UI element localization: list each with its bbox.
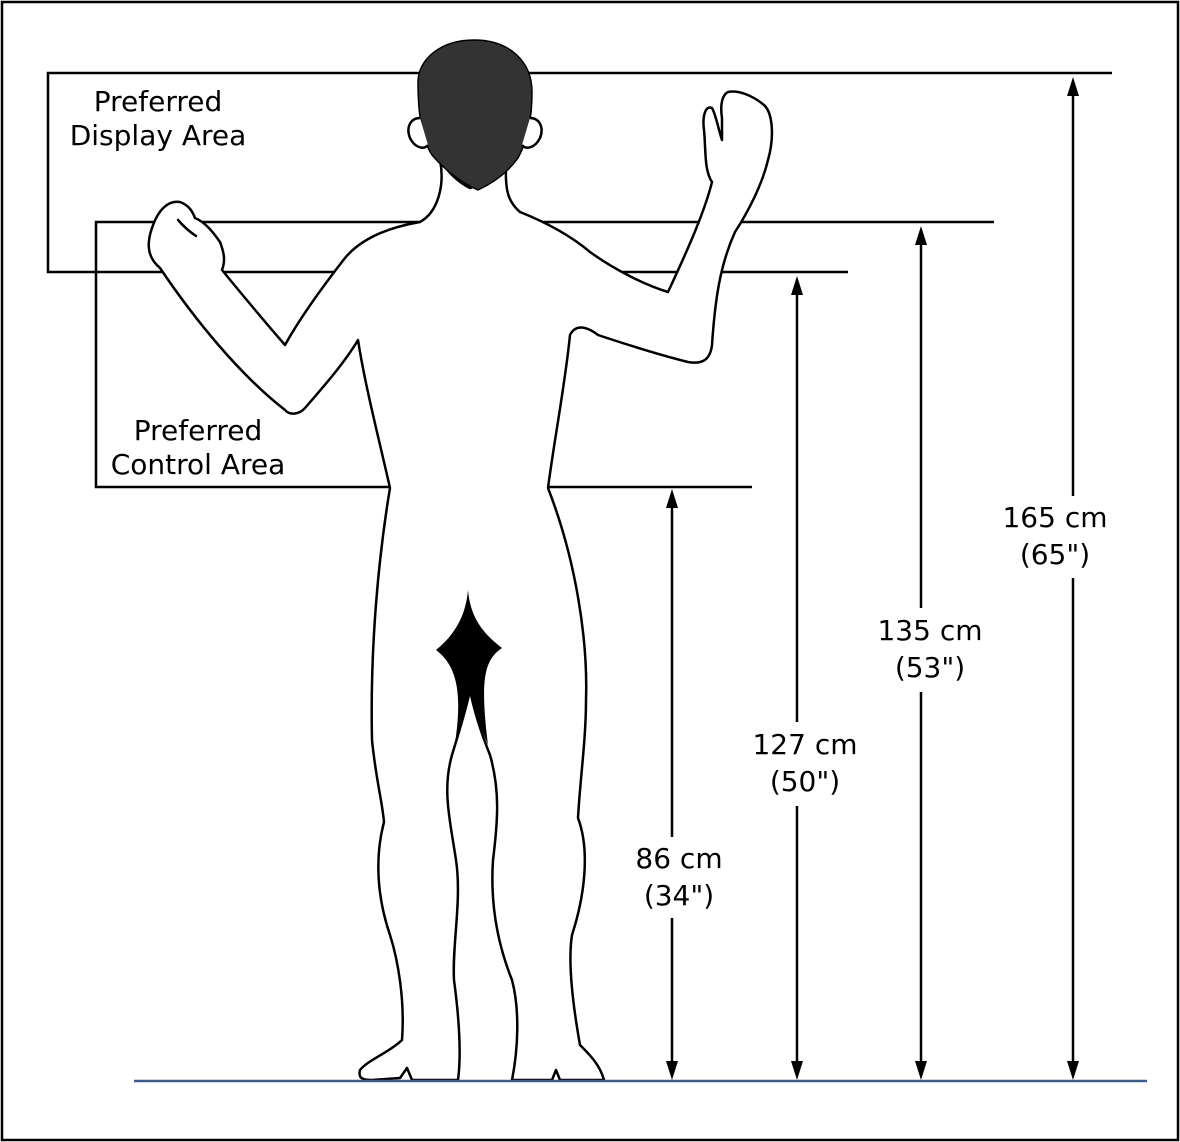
display-area-label-line1: Preferred bbox=[94, 85, 223, 118]
body-silhouette bbox=[149, 92, 772, 1080]
control-area-label-line2: Control Area bbox=[111, 448, 286, 481]
dimension-135-imperial: (53") bbox=[895, 651, 965, 684]
display-area-label-line2: Display Area bbox=[70, 119, 247, 152]
dimension-127-arrow-up bbox=[791, 276, 803, 295]
dimension-165-imperial: (65") bbox=[1020, 538, 1090, 571]
human-figure bbox=[149, 40, 772, 1080]
dimension-135-metric: 135 cm bbox=[877, 614, 982, 647]
dimension-135: 135 cm (53") bbox=[877, 226, 982, 1080]
dimension-86-imperial: (34") bbox=[644, 879, 714, 912]
dimension-165-arrow-down bbox=[1067, 1061, 1079, 1080]
dimension-127-arrow-down bbox=[791, 1061, 803, 1080]
dimension-165-metric: 165 cm bbox=[1002, 501, 1107, 534]
dimension-165: 165 cm (65") bbox=[1002, 77, 1107, 1080]
dimension-127: 127 cm (50") bbox=[752, 276, 857, 1080]
control-area-label-line1: Preferred bbox=[134, 414, 263, 447]
head-hair bbox=[418, 40, 532, 190]
dimension-86: 86 cm (34") bbox=[635, 489, 722, 1080]
dimension-135-arrow-up bbox=[915, 226, 927, 245]
dimension-165-arrow-up bbox=[1067, 77, 1079, 96]
dimension-86-arrow-up bbox=[666, 489, 678, 508]
dimension-86-arrow-down bbox=[666, 1061, 678, 1080]
dimension-127-metric: 127 cm bbox=[752, 728, 857, 761]
dimension-86-metric: 86 cm bbox=[635, 842, 722, 875]
dimension-135-arrow-down bbox=[915, 1061, 927, 1080]
dimension-127-imperial: (50") bbox=[770, 765, 840, 798]
